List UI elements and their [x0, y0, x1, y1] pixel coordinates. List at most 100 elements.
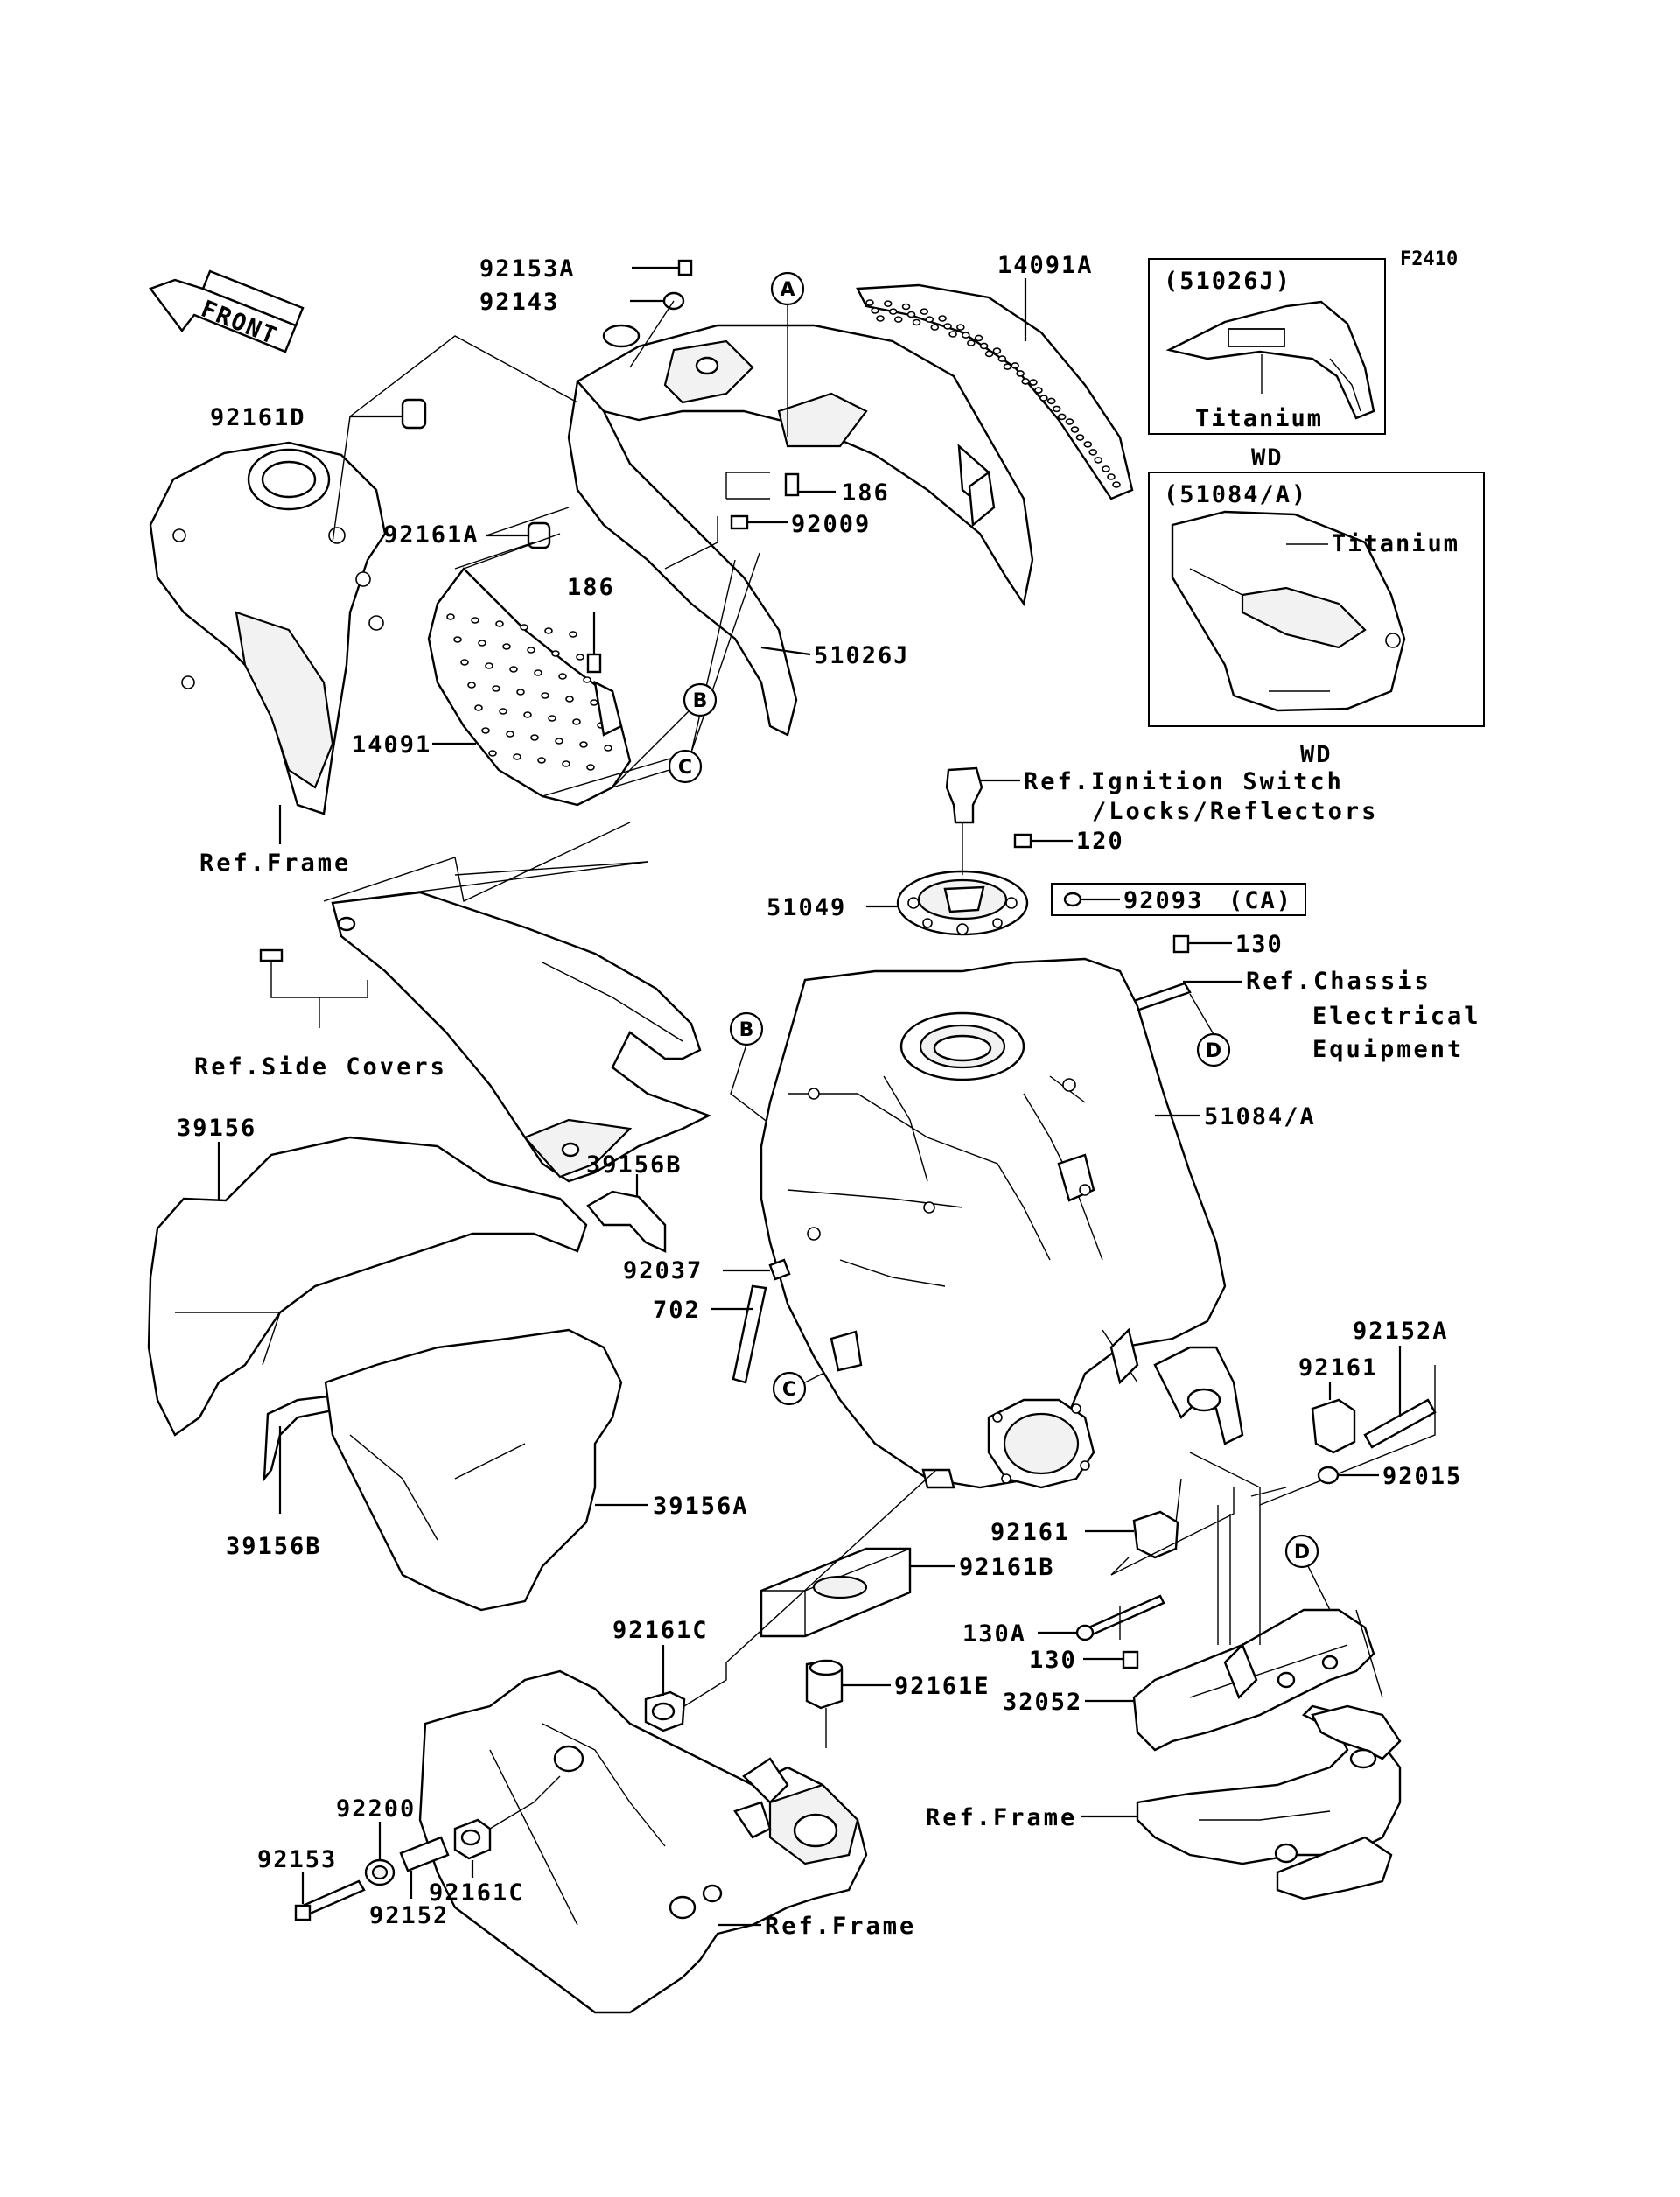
grommet-92161a: 92161A: [383, 521, 551, 549]
frame-main-left: Ref.Frame: [418, 1669, 914, 2014]
label-92153a: 92153A: [480, 255, 576, 283]
perforation-hole: [1046, 397, 1056, 405]
perforation-hole: [583, 676, 592, 683]
label-92152: 92152: [369, 1902, 449, 1929]
label-92015: 92015: [1382, 1463, 1462, 1490]
perforation-hole: [865, 299, 874, 306]
label-130-top: 130: [1236, 931, 1284, 958]
inset-51084a-model: WD: [1300, 741, 1333, 768]
perforation-hole: [956, 324, 965, 331]
perforation-hole: [1107, 473, 1116, 480]
perforation-hole: [984, 350, 994, 358]
perforation-hole: [1021, 378, 1030, 385]
ref-chassis-2: Electrical: [1312, 1003, 1481, 1030]
label-92161d: 92161D: [210, 404, 306, 431]
nut-92015: 92015: [1317, 1463, 1462, 1490]
heat-shield-39156a: 39156A: [324, 1328, 749, 1612]
perforation-hole: [555, 738, 564, 745]
grommet-92161c-upper: 92161C: [612, 1617, 709, 1732]
label-39156b-bot: 39156B: [226, 1533, 322, 1560]
bolt-92153a: 92153A: [480, 255, 693, 283]
perforation-hole: [925, 316, 934, 323]
perforation-hole: [467, 682, 476, 689]
bolt-186-top: 186: [784, 472, 888, 507]
guard-14091a-perforation: [865, 299, 1121, 488]
perforation-hole: [948, 331, 957, 338]
inset-51026j-color: Titanium: [1195, 405, 1323, 432]
perforation-hole: [888, 308, 898, 315]
perforation-hole: [516, 689, 525, 696]
perforation-hole: [1011, 362, 1019, 369]
perforation-hole: [544, 627, 553, 634]
front-arrow-icon: FRONT: [149, 269, 304, 353]
perforation-hole: [513, 753, 522, 760]
label-186-mid: 186: [567, 574, 615, 601]
perforation-hole: [502, 643, 511, 650]
perforation-hole: [1003, 363, 1012, 370]
label-92143: 92143: [480, 289, 559, 316]
collar-92152a: 92152A: [1353, 1318, 1449, 1449]
pad-92161b: 92161B: [760, 1547, 1054, 1638]
bracket-c: [830, 1330, 863, 1372]
label-51049: 51049: [766, 894, 846, 921]
perforation-hole: [471, 617, 480, 624]
label-92200: 92200: [336, 1795, 416, 1823]
washer-92143: 92143: [480, 289, 685, 316]
ignition-key-cylinder: Ref.Ignition Switch /Locks/Reflectors: [945, 766, 1378, 825]
ref-ignition-2: /Locks/Reflectors: [1092, 798, 1378, 825]
perforation-hole: [1070, 426, 1080, 433]
perforation-hole: [920, 308, 929, 315]
perforation-hole: [530, 734, 539, 741]
tank-bracket-lug: [1153, 1346, 1244, 1445]
label-92161c-lower: 92161C: [429, 1879, 525, 1907]
perforation-hole: [1016, 370, 1025, 377]
callout-d-bot: D: [1284, 1534, 1331, 1611]
label-120: 120: [1076, 828, 1124, 855]
perforation-hole: [562, 760, 570, 767]
label-92161-upper: 92161: [1298, 1354, 1378, 1382]
ref-frame-bottom-right: Ref.Frame: [926, 1804, 1077, 1831]
label-39156a: 39156A: [653, 1493, 749, 1520]
clamp-92037: 92037: [623, 1257, 791, 1284]
perforation-hole: [1029, 379, 1038, 386]
ref-chassis-3: Equipment: [1312, 1036, 1464, 1063]
grommet-92161c-lower: 92161C: [429, 1818, 525, 1907]
perforation-hole: [893, 316, 903, 323]
callout-b-top: B: [682, 682, 718, 717]
perforation-hole: [998, 355, 1007, 362]
bolt-130-bot: 130: [1029, 1647, 1139, 1674]
perforation-hole: [871, 307, 879, 314]
label-92161c-upper: 92161C: [612, 1617, 709, 1644]
perforation-hole: [548, 715, 556, 722]
grommet-92161-lower: 92161: [990, 1510, 1180, 1559]
perforation-hole: [1040, 395, 1048, 402]
perforation-hole: [488, 750, 497, 757]
perforation-hole: [1112, 481, 1121, 488]
perforation-hole: [1083, 441, 1093, 448]
grommet-92161e: 92161E: [805, 1659, 989, 1710]
perforation-hole: [499, 708, 508, 715]
diagram-code: F2410: [1400, 248, 1458, 270]
callout-b-mid-letter: B: [739, 1019, 754, 1041]
label-39156: 39156: [177, 1115, 256, 1142]
label-92152a: 92152A: [1353, 1318, 1449, 1345]
perforation-hole: [883, 300, 892, 307]
guard-14091a: 14091A: [856, 252, 1134, 500]
callout-c-top-letter: C: [678, 757, 692, 779]
perforation-hole: [453, 636, 462, 643]
inset-51026j-code: (51026J): [1164, 268, 1292, 295]
perforation-hole: [520, 624, 528, 631]
guard-14091-perforation: [446, 613, 612, 771]
tank-cover-51026j: 51026J: [567, 324, 1034, 737]
callout-d-mid-letter: D: [1206, 1040, 1222, 1062]
label-130a: 130A: [962, 1620, 1026, 1648]
perforation-hole: [446, 613, 455, 620]
callout-b-top-letter: B: [693, 690, 708, 712]
perforation-hole: [534, 669, 542, 676]
perforation-hole: [1075, 434, 1085, 441]
label-92161-lower: 92161: [990, 1519, 1070, 1546]
ref-side-covers: Ref.Side Covers: [194, 1053, 447, 1081]
inset-51084a-code: (51084/A): [1164, 481, 1307, 508]
ref-ignition-1: Ref.Ignition Switch: [1024, 768, 1344, 795]
